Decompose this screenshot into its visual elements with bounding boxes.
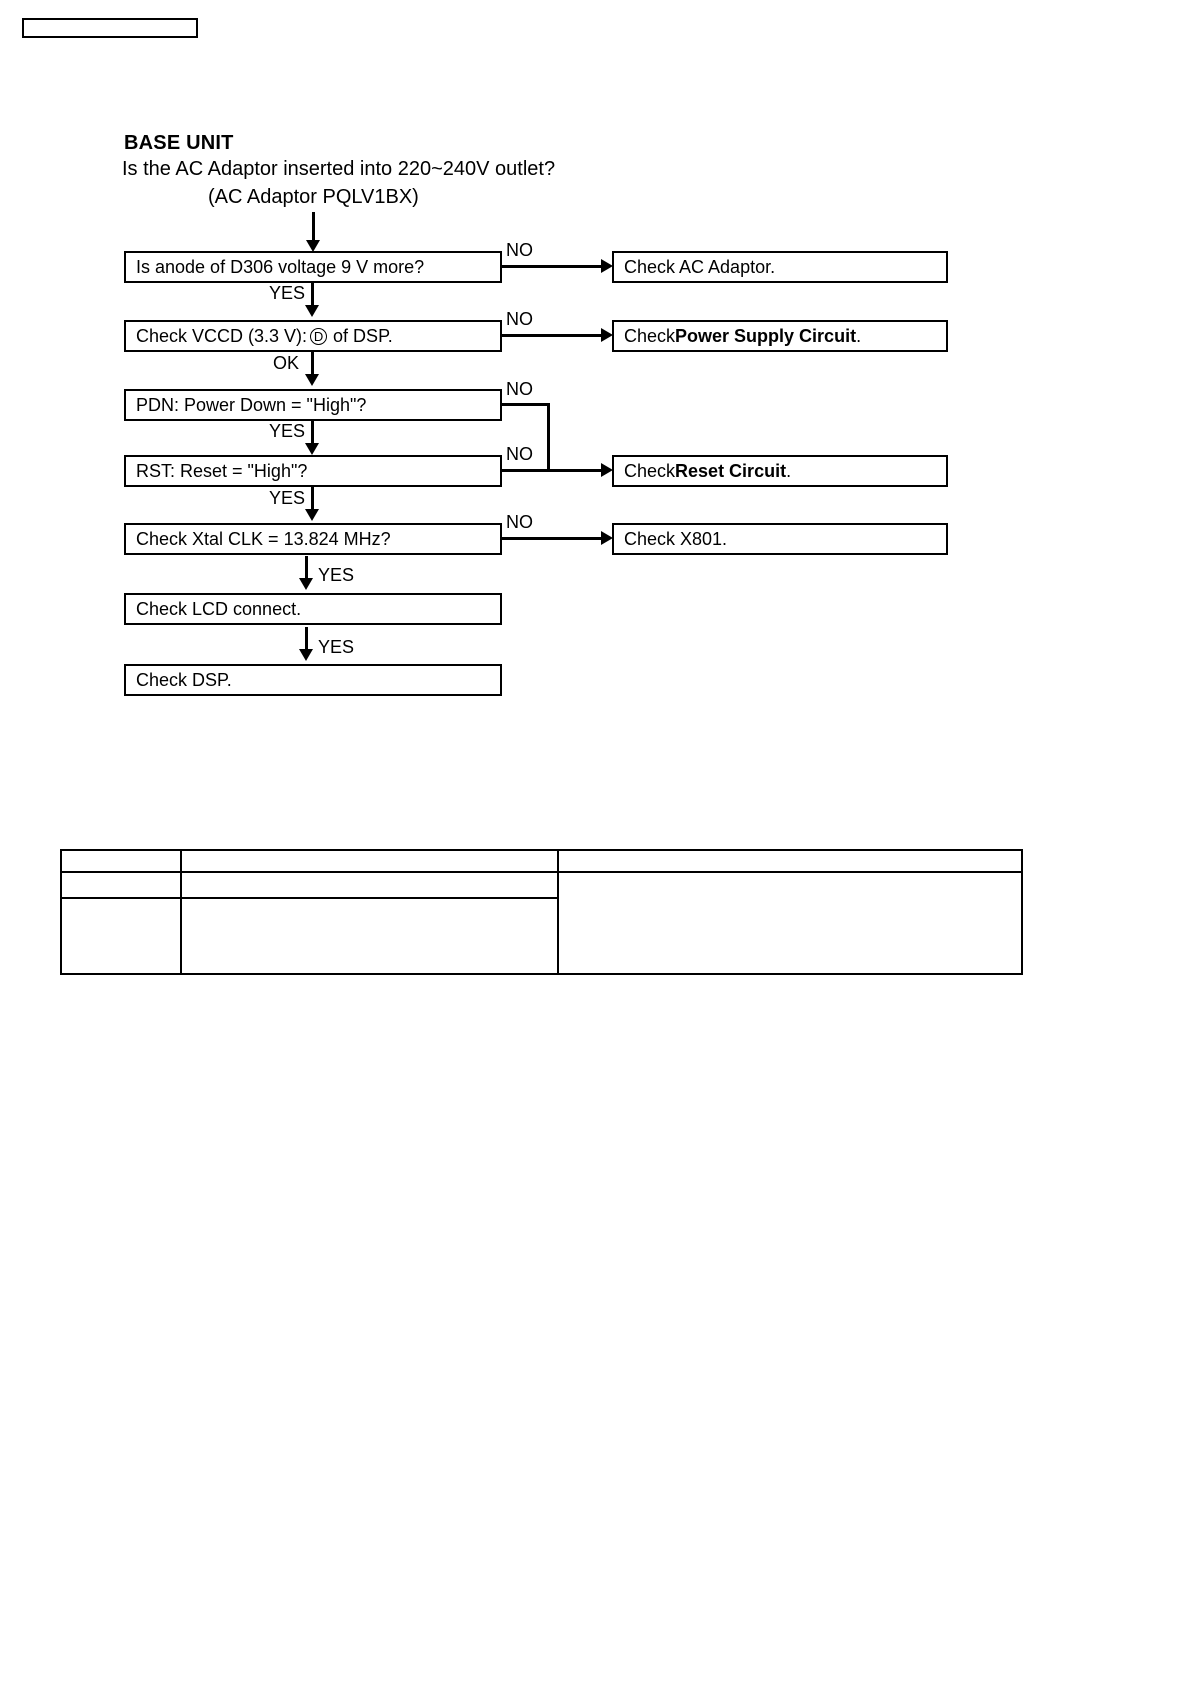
outcome-box-reset-circuit: Check Reset Circuit. — [612, 455, 948, 487]
table-cell — [180, 849, 559, 873]
connector-no-3-drop — [547, 403, 550, 469]
step-box-d306: Is anode of D306 voltage 9 V more? — [124, 251, 502, 283]
bottom-table — [60, 849, 1023, 975]
connector-entry-line — [312, 212, 315, 244]
table-cell — [60, 849, 182, 873]
connector-no-1-line — [500, 265, 604, 268]
step-box-dsp: Check DSP. — [124, 664, 502, 696]
outcome-label-reset-circuit-emphasis: Reset Circuit — [675, 460, 787, 481]
edge-label-ok: OK — [273, 353, 300, 373]
outcome-label-ac-adaptor: Check AC Adaptor. — [624, 256, 776, 277]
edge-label-yes-3: YES — [269, 488, 306, 508]
arrow-no-5-icon — [601, 531, 613, 545]
edge-label-no-4: NO — [506, 444, 533, 464]
table-cell — [60, 871, 182, 899]
outcome-box-ac-adaptor: Check AC Adaptor. — [612, 251, 948, 283]
arrow-ok-icon — [305, 374, 319, 386]
edge-label-no-5: NO — [506, 512, 533, 532]
table-row — [60, 871, 1023, 975]
outcome-label-power-supply-emphasis: Power Supply Circuit — [675, 325, 857, 346]
edge-label-no-1: NO — [506, 240, 533, 260]
arrow-yes-1-icon — [305, 305, 319, 317]
arrow-yes-4-icon — [299, 578, 313, 590]
flowchart-question: Is the AC Adaptor inserted into 220~240V… — [122, 158, 556, 180]
circled-d-icon: D — [310, 327, 328, 345]
step-box-pdn: PDN: Power Down = "High"? — [124, 389, 502, 421]
outcome-label-x801: Check X801. — [624, 528, 728, 549]
arrow-yes-2-icon — [305, 443, 319, 455]
arrow-entry-icon — [306, 240, 320, 252]
arrow-no-2-icon — [601, 328, 613, 342]
page-title: BASE UNIT — [124, 132, 234, 154]
flowchart-subtitle: (AC Adaptor PQLV1BX) — [208, 186, 419, 208]
header-box — [22, 18, 198, 38]
outcome-box-power-supply: Check Power Supply Circuit. — [612, 320, 948, 352]
connector-no-5-line — [500, 537, 604, 540]
edge-label-no-2: NO — [506, 309, 533, 329]
outcome-label-reset-circuit-prefix: Check — [624, 460, 676, 481]
connector-no-4-line — [500, 469, 604, 472]
outcome-label-power-supply-suffix: . — [856, 325, 862, 346]
step-label-dsp: Check DSP. — [136, 669, 232, 690]
connector-yes-4-line — [305, 556, 308, 580]
edge-label-yes-4: YES — [318, 565, 355, 585]
arrow-yes-5-icon — [299, 649, 313, 661]
arrow-no-4-icon — [601, 463, 613, 477]
outcome-label-reset-circuit-suffix: . — [786, 460, 792, 481]
connector-yes-2-line — [311, 421, 314, 445]
connector-no-2-line — [500, 334, 604, 337]
step-label-d306: Is anode of D306 voltage 9 V more? — [136, 256, 425, 277]
table-cell — [60, 897, 182, 975]
outcome-box-x801: Check X801. — [612, 523, 948, 555]
step-box-rst: RST: Reset = "High"? — [124, 455, 502, 487]
table-cell — [180, 871, 559, 899]
table-cell — [180, 897, 559, 975]
connector-ok-line — [311, 352, 314, 376]
connector-yes-5-line — [305, 627, 308, 651]
step-label-xtal: Check Xtal CLK = 13.824 MHz? — [136, 528, 391, 549]
table-row — [60, 849, 1023, 873]
step-box-lcd: Check LCD connect. — [124, 593, 502, 625]
arrow-yes-3-icon — [305, 509, 319, 521]
connector-yes-3-line — [311, 487, 314, 511]
step-label-rst: RST: Reset = "High"? — [136, 460, 308, 481]
arrow-no-1-icon — [601, 259, 613, 273]
outcome-label-power-supply-prefix: Check — [624, 325, 676, 346]
edge-label-yes-1: YES — [269, 283, 306, 303]
step-label-vccd-prefix: Check VCCD (3.3 V): — [136, 325, 308, 346]
step-label-pdn: PDN: Power Down = "High"? — [136, 394, 367, 415]
table-row — [60, 897, 1022, 975]
table-cell — [557, 849, 1023, 873]
step-label-vccd-suffix: of DSP. — [333, 325, 393, 346]
table-cell-merged — [557, 871, 1023, 975]
connector-yes-1-line — [311, 283, 314, 307]
connector-no-3-line — [500, 403, 550, 406]
step-box-xtal: Check Xtal CLK = 13.824 MHz? — [124, 523, 502, 555]
edge-label-yes-5: YES — [318, 637, 355, 657]
edge-label-yes-2: YES — [269, 421, 306, 441]
edge-label-no-3: NO — [506, 379, 533, 399]
step-label-lcd: Check LCD connect. — [136, 598, 302, 619]
